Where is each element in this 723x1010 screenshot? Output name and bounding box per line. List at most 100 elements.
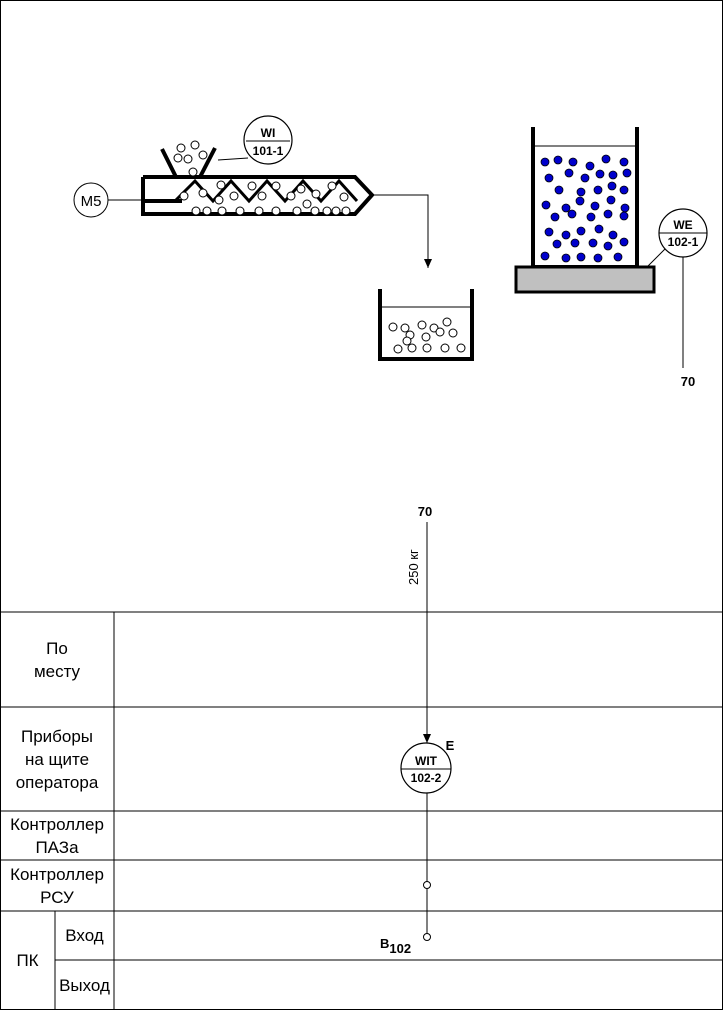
feeder-material xyxy=(173,140,351,216)
material-particle xyxy=(544,173,554,183)
material-particle xyxy=(561,230,571,240)
scale-platform xyxy=(514,265,656,294)
material-particle xyxy=(327,181,337,191)
material-particle xyxy=(550,212,560,222)
material-particle xyxy=(613,252,623,262)
material-particle xyxy=(544,227,554,237)
material-particle xyxy=(393,344,403,354)
material-particle xyxy=(622,168,632,178)
material-particle xyxy=(601,154,611,164)
material-particle xyxy=(586,212,596,222)
instrument-location-table xyxy=(0,611,723,1010)
material-particle xyxy=(564,168,574,178)
material-particle xyxy=(341,206,351,216)
material-particle xyxy=(608,230,618,240)
material-particle xyxy=(594,224,604,234)
material-particle xyxy=(575,196,585,206)
material-particle xyxy=(417,320,427,330)
material-particle xyxy=(235,206,245,216)
material-particle xyxy=(421,332,431,342)
material-particle xyxy=(620,203,630,213)
material-particle xyxy=(254,206,264,216)
material-particle xyxy=(619,185,629,195)
wi-101-1-number: 101-1 xyxy=(253,144,284,158)
material-particle xyxy=(456,343,466,353)
wit-102-2-number: 102-2 xyxy=(411,771,442,785)
material-particle xyxy=(296,184,306,194)
material-particle xyxy=(576,252,586,262)
material-particle xyxy=(619,211,629,221)
material-particle xyxy=(322,206,332,216)
material-particle xyxy=(540,251,550,261)
material-particle xyxy=(407,343,417,353)
material-particle xyxy=(576,187,586,197)
material-particle xyxy=(214,195,224,205)
material-particle xyxy=(595,169,605,179)
material-particle xyxy=(229,191,239,201)
material-particle xyxy=(271,206,281,216)
material-particle xyxy=(588,238,598,248)
row-label-local: По месту xyxy=(33,638,81,681)
material-particle xyxy=(593,185,603,195)
material-particle xyxy=(442,317,452,327)
tank-material xyxy=(540,154,632,263)
material-particle xyxy=(302,199,312,209)
wi-connection-line xyxy=(217,157,249,161)
receiving-container xyxy=(378,289,474,361)
discharge-line xyxy=(372,194,432,268)
line-ref-bottom: 70 xyxy=(418,504,432,519)
material-particle xyxy=(202,206,212,216)
material-particle xyxy=(593,253,603,263)
material-particle xyxy=(311,189,321,199)
pc-input-connection-point xyxy=(423,933,431,941)
material-particle xyxy=(216,180,226,190)
row-label-paz-controller: Контроллер ПАЗа xyxy=(10,814,104,857)
material-particle xyxy=(607,181,617,191)
line-ref-top: 70 xyxy=(681,374,695,389)
material-particle xyxy=(271,181,281,191)
material-particle xyxy=(388,322,398,332)
material-particle xyxy=(590,201,600,211)
material-particle xyxy=(448,328,458,338)
row-label-pc-output: Выход xyxy=(59,975,110,995)
material-particle xyxy=(440,343,450,353)
material-particle xyxy=(561,203,571,213)
material-particle xyxy=(173,153,183,163)
rsu-connection-point xyxy=(423,881,431,889)
output-channel-label: B102 xyxy=(380,936,411,956)
material-particle xyxy=(603,209,613,219)
material-particle xyxy=(190,140,200,150)
wi-101-1-letters: WI xyxy=(261,126,276,140)
material-particle xyxy=(606,195,616,205)
material-particle xyxy=(217,206,227,216)
screw-feeder xyxy=(141,140,375,216)
material-particle xyxy=(541,200,551,210)
material-particle xyxy=(576,226,586,236)
material-particle xyxy=(561,253,571,263)
material-particle xyxy=(553,155,563,165)
material-particle xyxy=(619,237,629,247)
we-102-1-letters: WE xyxy=(673,218,692,232)
row-label-pc: ПК xyxy=(16,951,39,970)
row-label-rsu-controller: Контроллер РСУ xyxy=(10,864,104,907)
material-particle xyxy=(585,161,595,171)
feeder-hopper-left xyxy=(160,148,178,178)
material-particle xyxy=(191,206,201,216)
wit-102-2-letters: WIT xyxy=(415,754,438,768)
material-particle xyxy=(580,173,590,183)
wi-101-1-instrument xyxy=(243,115,293,165)
material-particle xyxy=(286,191,296,201)
material-particle xyxy=(292,206,302,216)
material-particle xyxy=(247,181,257,191)
material-particle xyxy=(603,241,613,251)
wit-102-2-instrument xyxy=(400,742,452,794)
material-particle xyxy=(339,192,349,202)
material-particle xyxy=(619,157,629,167)
material-particle xyxy=(400,323,410,333)
material-particle xyxy=(567,209,577,219)
wit-side-mark: E xyxy=(446,738,455,753)
material-particle xyxy=(198,150,208,160)
material-particle xyxy=(435,327,445,337)
material-particle xyxy=(568,157,578,167)
